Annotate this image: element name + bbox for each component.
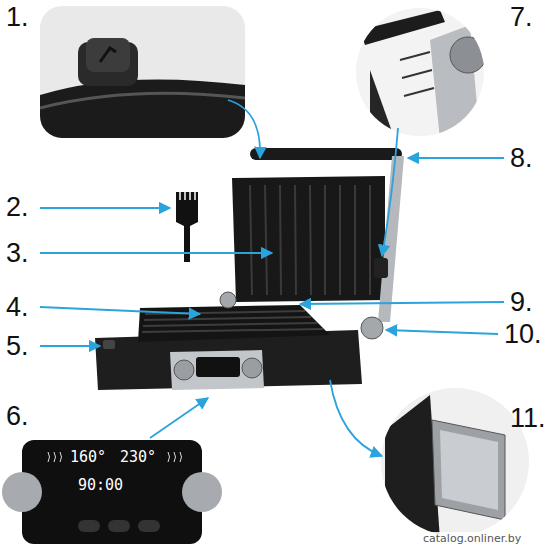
callout-number: 5. — [6, 333, 29, 360]
tray-inner — [440, 430, 498, 510]
leader-line — [382, 128, 398, 256]
handle — [250, 148, 402, 160]
hinge-knob — [361, 317, 383, 339]
display-readout: 160° — [70, 450, 106, 465]
watermark: catalog.onliner.by — [420, 532, 524, 545]
spatula-teeth — [180, 192, 195, 200]
leader-line — [300, 302, 504, 304]
knob — [242, 358, 262, 378]
callout-number: 10. — [504, 321, 542, 348]
callout-number: 4. — [6, 294, 29, 321]
callout-number: 2. — [6, 194, 29, 221]
side-arm — [378, 156, 404, 322]
leader-line — [40, 345, 100, 347]
leader-line — [40, 252, 272, 254]
callout-number: 8. — [510, 145, 533, 172]
leader-line — [330, 380, 382, 456]
drip-tray-inset — [380, 388, 530, 540]
contact-grill — [95, 148, 404, 390]
leader-lines — [40, 100, 504, 456]
lid-rim — [40, 93, 245, 108]
touch-button — [78, 520, 100, 532]
scale-marks — [400, 52, 434, 96]
upper-plate — [232, 176, 385, 302]
callout-number: 6. — [6, 403, 29, 430]
callout-number: 11. — [510, 405, 546, 432]
lower-plate — [138, 305, 330, 342]
upper-ribs — [250, 185, 370, 295]
lid-button-inset — [40, 6, 245, 138]
lid-edge — [40, 79, 245, 138]
front-panel — [170, 350, 264, 390]
leader-line — [40, 207, 170, 209]
leader-line — [150, 398, 208, 438]
housing — [385, 395, 440, 540]
knob — [174, 360, 194, 380]
touch-button — [108, 520, 130, 532]
inset-ground — [40, 6, 245, 138]
knob-left — [2, 472, 42, 512]
heat-icon — [168, 452, 182, 462]
touch-button — [138, 520, 160, 532]
knob-right — [182, 472, 222, 512]
display — [196, 357, 240, 377]
leader-line — [40, 307, 200, 314]
height-lever — [374, 258, 388, 278]
callout-number: 9. — [510, 289, 533, 316]
leader-line — [228, 100, 260, 158]
tray — [432, 420, 505, 520]
hinge-knob — [450, 37, 486, 73]
release-button — [103, 340, 115, 349]
heat-icon — [48, 452, 62, 462]
display-readout: 230° — [120, 450, 156, 465]
callout-number: 1. — [6, 4, 29, 31]
hinge-knob — [220, 292, 236, 308]
hinge-inset — [350, 5, 490, 140]
display-readout: 90:00 — [78, 478, 123, 493]
leader-line — [386, 330, 498, 334]
display-inset — [2, 440, 222, 544]
callout-number: 7. — [510, 4, 533, 31]
panel — [22, 440, 202, 544]
callout-number: 3. — [6, 240, 29, 267]
plate-edge — [370, 70, 395, 140]
lower-ribs — [142, 311, 323, 332]
base — [95, 330, 362, 390]
button-top — [86, 38, 130, 72]
inset-ground — [350, 5, 490, 140]
spatula-icon — [176, 192, 198, 262]
leader-line — [408, 157, 504, 159]
button-mark — [100, 48, 116, 62]
spatula — [176, 192, 198, 262]
